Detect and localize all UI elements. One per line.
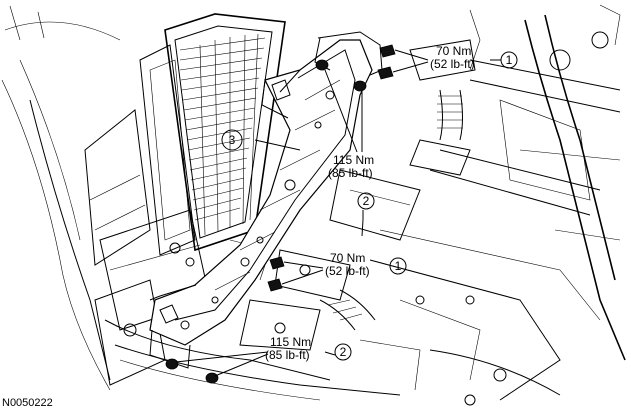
callout-2-lower: 115 Nm (85 lb-ft) 2 — [265, 335, 352, 362]
callout-number: 1 — [506, 53, 513, 67]
torque-nm-label: 115 Nm — [270, 335, 311, 349]
callout-number: 2 — [363, 194, 370, 208]
callout-3: 3 — [221, 129, 243, 151]
callout-1-top: 70 Nm (52 lb-ft) 1 — [430, 44, 518, 71]
callout-number: 1 — [395, 259, 402, 273]
torque-nm-label: 70 Nm — [330, 251, 365, 265]
bolts — [165, 44, 396, 384]
crossmember-part — [149, 31, 383, 369]
torque-lbft-label: (85 lb-ft) — [265, 348, 310, 362]
torque-lbft-label: (85 lb-ft) — [328, 166, 373, 180]
callout-1-lower: 70 Nm (52 lb-ft) 1 — [325, 251, 407, 278]
torque-nm-label: 115 Nm — [333, 153, 374, 167]
torque-lbft-label: (52 lb-ft) — [430, 57, 475, 71]
radiator-assembly — [139, 13, 286, 256]
torque-nm-label: 70 Nm — [436, 44, 471, 58]
callout-2-middle: 115 Nm (85 lb-ft) 2 — [328, 153, 375, 210]
callout-number: 3 — [229, 133, 236, 147]
figure-id-label: N0050222 — [2, 397, 53, 409]
leader-lines — [175, 49, 429, 377]
torque-lbft-label: (52 lb-ft) — [325, 264, 370, 278]
callout-number: 2 — [340, 345, 347, 359]
